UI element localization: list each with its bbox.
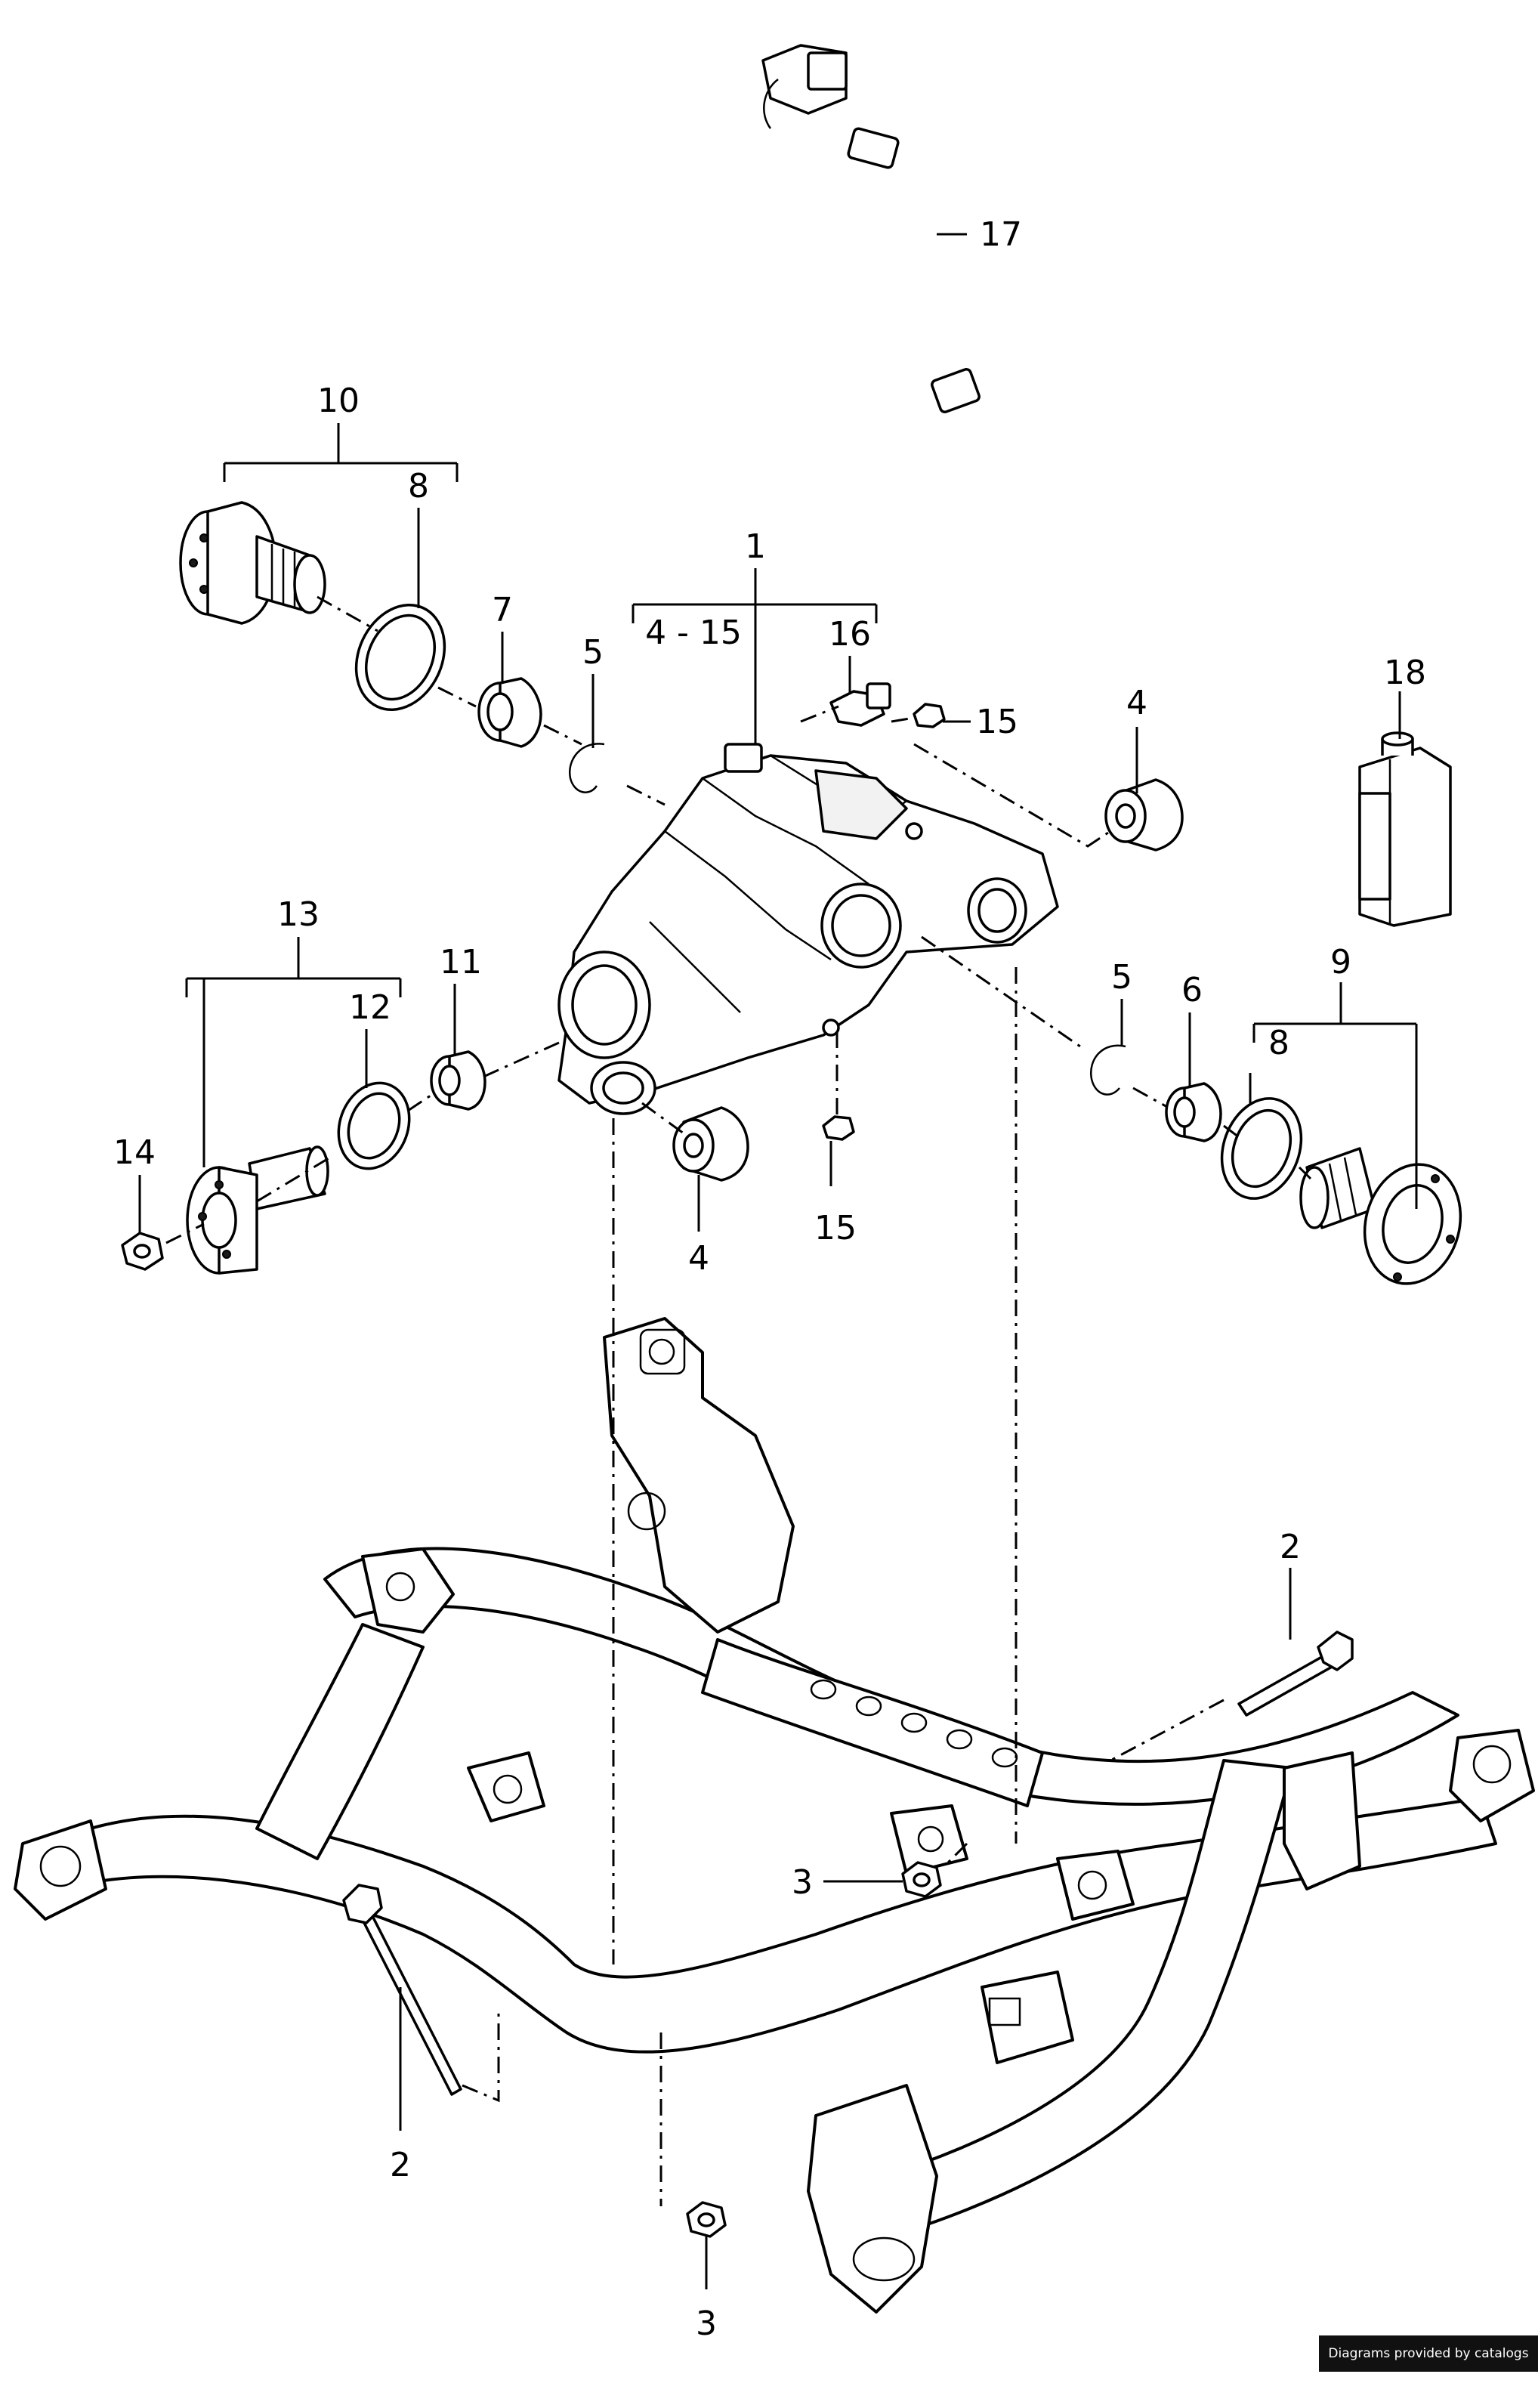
flange-shaft-left xyxy=(186,1145,329,1275)
nut-14 xyxy=(121,1232,164,1271)
callout-16: 16 xyxy=(829,615,871,654)
callout-4-upper: 4 xyxy=(1126,684,1147,722)
callout-8-left: 8 xyxy=(408,467,429,505)
oil-bottle xyxy=(1358,731,1452,927)
callout-3-center: 3 xyxy=(792,1863,813,1902)
circlip-upper xyxy=(568,743,605,793)
callout-18: 18 xyxy=(1384,654,1426,692)
callout-7: 7 xyxy=(492,591,513,629)
subframe-holes xyxy=(810,1679,1018,1768)
callout-3-bottom: 3 xyxy=(696,2304,717,2343)
plug-upper xyxy=(913,703,946,728)
plug-lower xyxy=(822,1115,855,1141)
callout-13: 13 xyxy=(277,895,320,934)
callout-11: 11 xyxy=(440,943,482,981)
callout-2-left: 2 xyxy=(390,2146,411,2184)
rear-subframe xyxy=(14,1317,1535,2314)
seal-ring-right xyxy=(1220,1097,1303,1200)
bearing-6 xyxy=(1165,1082,1222,1142)
callout-5-upper: 5 xyxy=(582,633,604,672)
callout-17: 17 xyxy=(980,215,1022,254)
seal-12 xyxy=(337,1081,411,1170)
callout-14: 14 xyxy=(113,1133,156,1172)
wiring-harness xyxy=(761,44,996,685)
bushing-lower xyxy=(672,1106,749,1182)
bolt-left xyxy=(342,1884,462,2096)
callout-10: 10 xyxy=(317,382,360,420)
callout-labels: 10 8 7 5 1 4 - 15 16 15 17 18 4 13 12 11… xyxy=(113,215,1426,2343)
nut-center xyxy=(901,1861,942,1898)
callout-1: 1 xyxy=(745,527,766,566)
bearing-7 xyxy=(477,677,542,748)
callout-8-right: 8 xyxy=(1268,1024,1289,1062)
flange-shaft-right xyxy=(1299,1147,1462,1285)
credit-banner: Diagrams provided by catalogs parts xyxy=(1319,2335,1538,2397)
bolt-right xyxy=(1237,1631,1354,1717)
callout-15-lower: 15 xyxy=(814,1209,857,1247)
callout-6: 6 xyxy=(1181,971,1203,1009)
bearing-11 xyxy=(430,1050,486,1111)
assembly-lines xyxy=(165,595,1312,2206)
leader-lines xyxy=(138,233,1418,2289)
callout-5-right: 5 xyxy=(1111,958,1132,997)
callout-15-upper: 15 xyxy=(976,703,1018,741)
callout-4-lower: 4 xyxy=(688,1239,709,1278)
flange-shaft-upper-left xyxy=(179,501,326,625)
circlip-right xyxy=(1089,1044,1126,1096)
seal-ring-upper-left xyxy=(354,603,446,712)
callout-9: 9 xyxy=(1330,943,1351,981)
nut-bottom xyxy=(686,2201,727,2238)
callout-range-4-15: 4 - 15 xyxy=(645,614,742,652)
bushing-upper-right xyxy=(1104,778,1184,852)
sensor-16 xyxy=(829,682,891,727)
differential-housing xyxy=(557,743,1059,1115)
callout-12: 12 xyxy=(349,988,391,1027)
callout-2-right: 2 xyxy=(1280,1528,1301,1566)
